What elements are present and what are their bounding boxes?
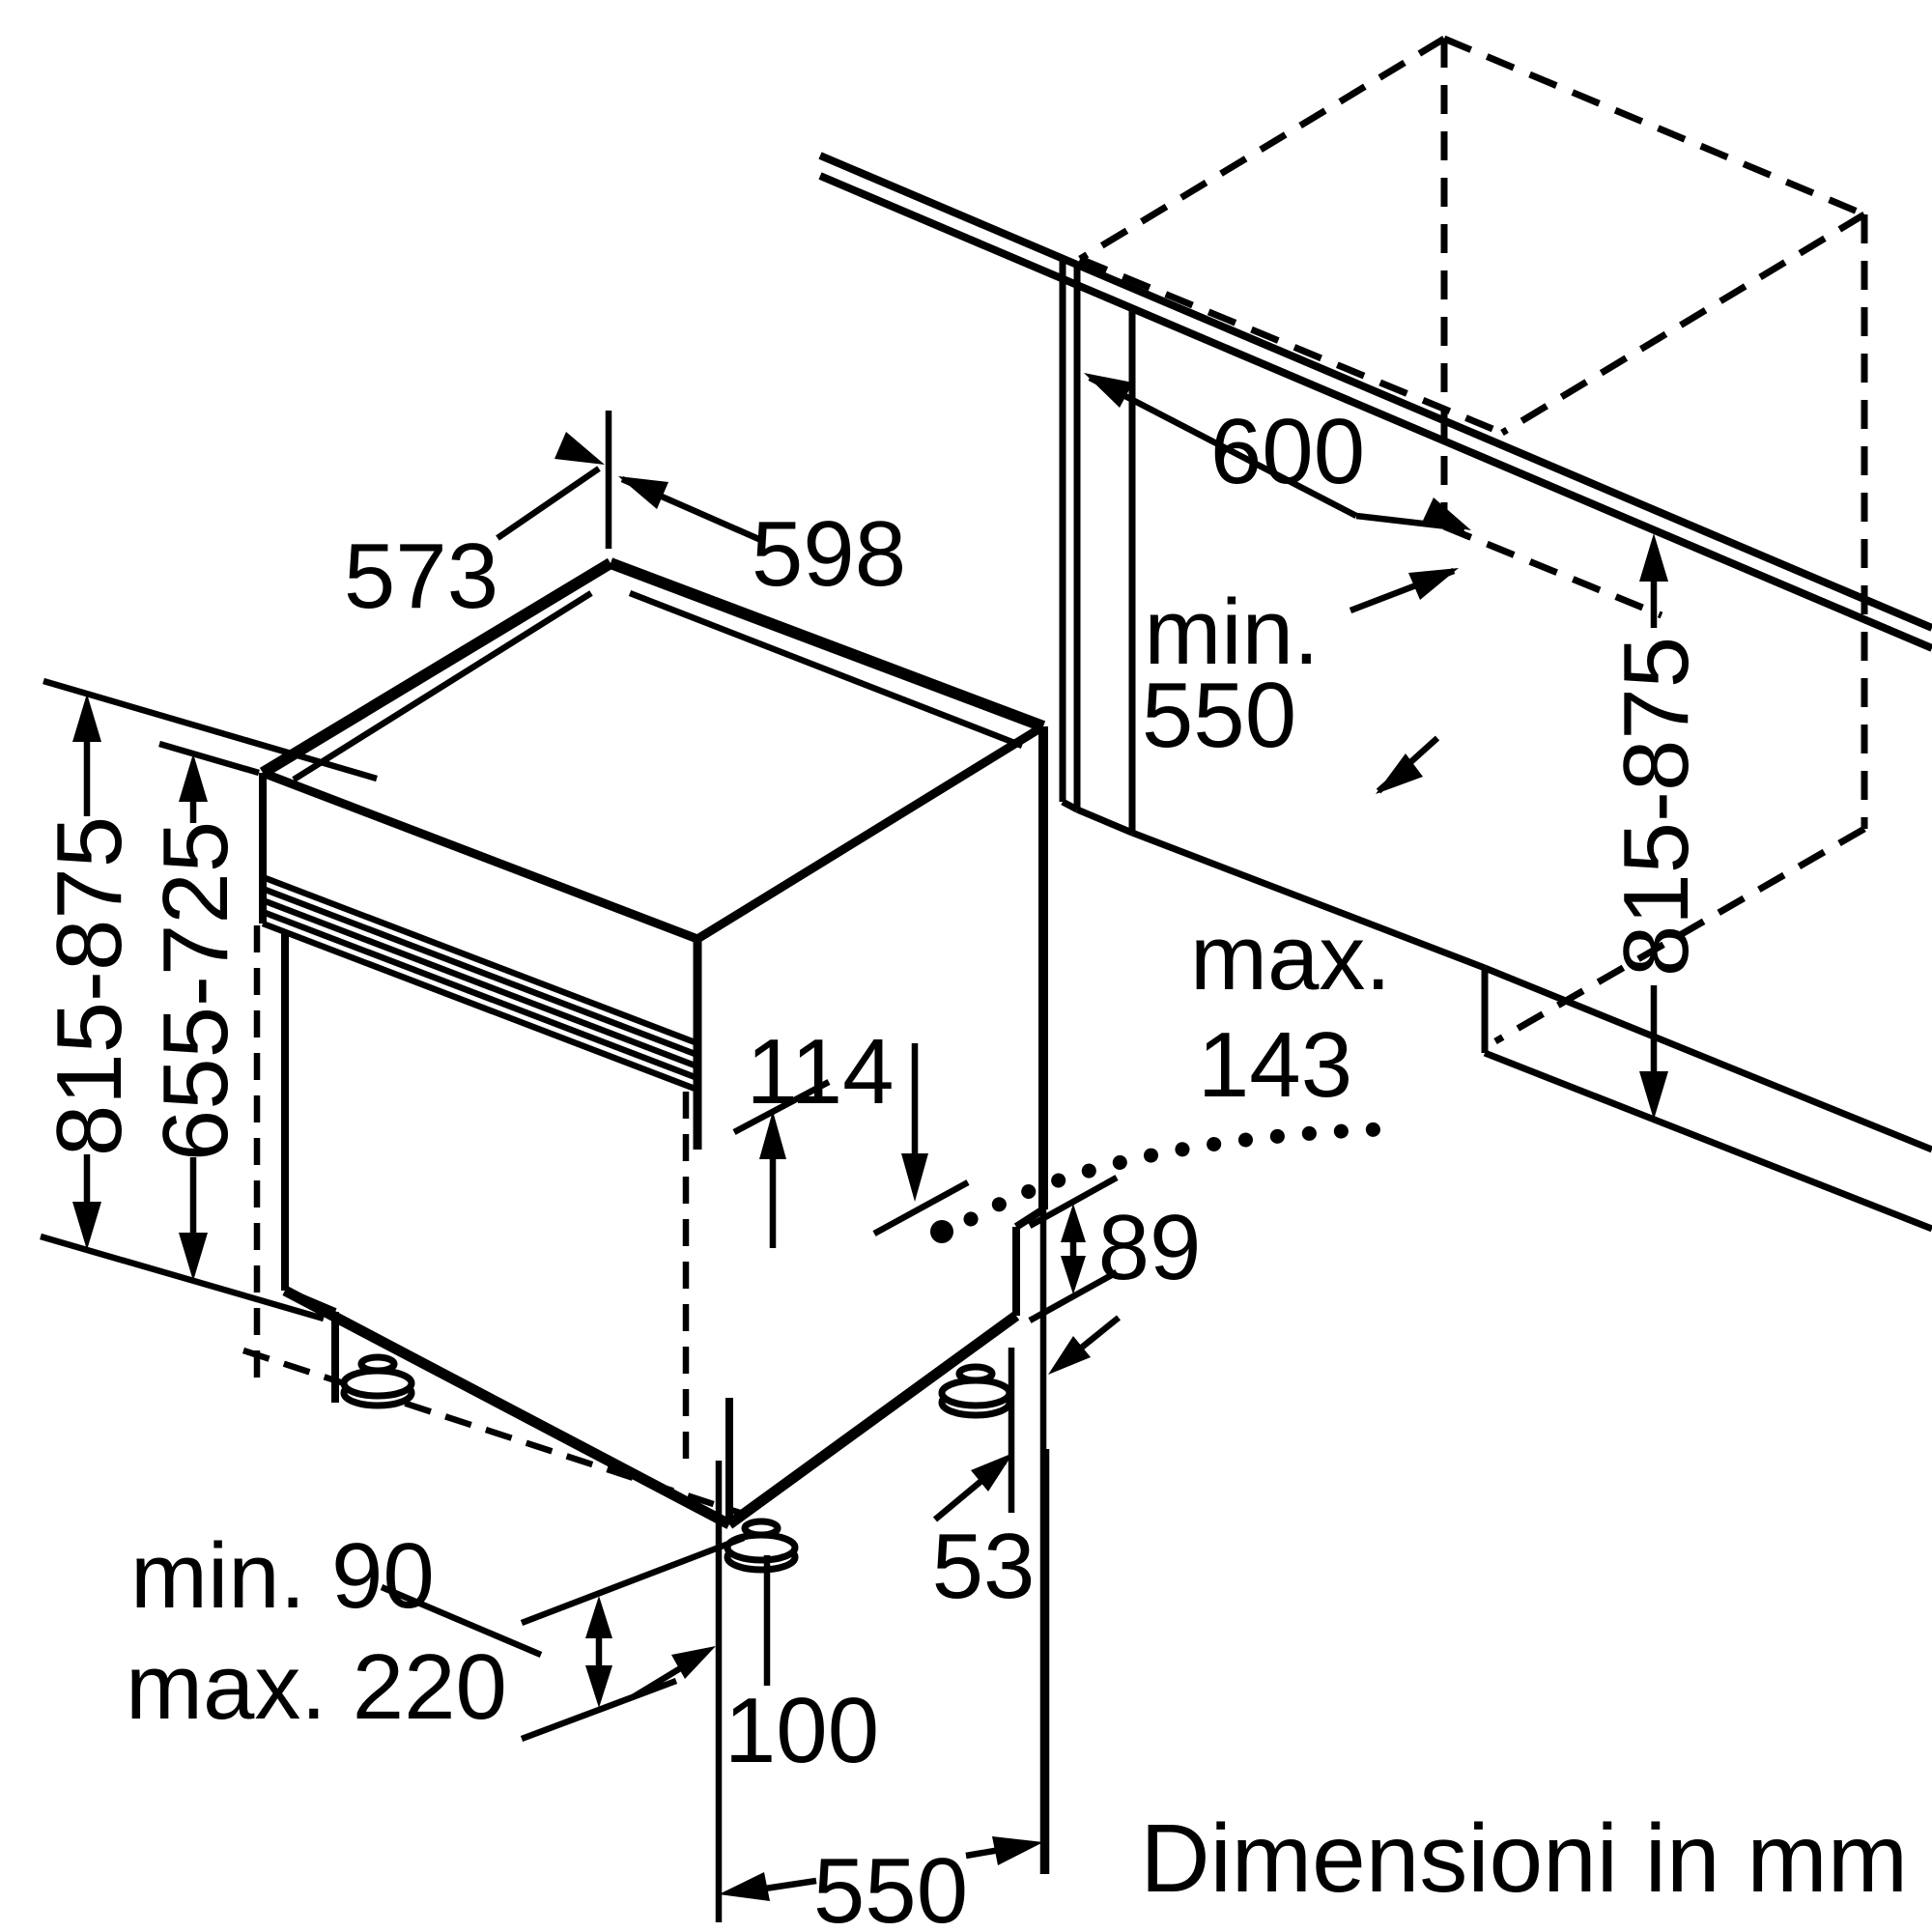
foot-right-side bbox=[938, 1363, 1013, 1419]
arrow-600-right bbox=[1422, 497, 1471, 530]
niche-dashed-cube bbox=[1078, 35, 1868, 1045]
dim-815-875-right bbox=[1639, 533, 1668, 1120]
dim-min550-label: 550 bbox=[1142, 664, 1296, 767]
foot-front-left bbox=[340, 1353, 415, 1409]
dim-left-heights bbox=[40, 677, 378, 1322]
arrow-598 bbox=[618, 476, 668, 509]
niche-side-panel bbox=[1059, 259, 1487, 972]
dim-114-label: 114 bbox=[746, 1020, 894, 1123]
dim-100-550 bbox=[631, 1449, 1050, 1922]
foot-front-right bbox=[724, 1518, 799, 1574]
arrow-573 bbox=[554, 432, 605, 465]
top-edge-front-left bbox=[261, 768, 699, 944]
dim-min-550 bbox=[1349, 567, 1459, 794]
dishwasher-body bbox=[242, 557, 1048, 1529]
top-edge-front-right bbox=[695, 723, 1046, 943]
dim-143-label: 143 bbox=[1198, 1013, 1352, 1117]
dim-114 bbox=[732, 1043, 970, 1248]
adjustable-feet bbox=[340, 1353, 1013, 1574]
dim-815-875-left-label: 815-875 bbox=[38, 816, 141, 1156]
dim-min90-label: min. 90 bbox=[130, 1524, 435, 1628]
side-bottom-edge bbox=[725, 1311, 1020, 1529]
top-edge-left bbox=[259, 557, 614, 779]
leader-max-143 bbox=[930, 1122, 1389, 1243]
top-edge-right bbox=[608, 557, 1046, 732]
units-note: Dimensioni in mm bbox=[1140, 1804, 1908, 1913]
arrow-min550-down bbox=[1376, 753, 1423, 794]
dim-89-label: 89 bbox=[1098, 1196, 1202, 1299]
dim-max220-label: max. 220 bbox=[126, 1635, 507, 1739]
dim-815-875-right-label: 815-875 bbox=[1605, 637, 1708, 977]
dim-max-label: max. bbox=[1190, 906, 1391, 1009]
dim-600 bbox=[1084, 373, 1471, 532]
arrow-600-left bbox=[1084, 373, 1133, 408]
dim-53-label: 53 bbox=[932, 1515, 1036, 1618]
dim-100-label: 100 bbox=[724, 1679, 879, 1782]
niche-plinth bbox=[1481, 964, 1932, 1233]
dim-573-label: 573 bbox=[344, 525, 498, 628]
dim-598-label: 598 bbox=[752, 502, 906, 606]
dim-top bbox=[496, 411, 765, 549]
dim-min90-max220 bbox=[380, 1534, 746, 1743]
dim-600-label: 600 bbox=[1210, 400, 1365, 503]
dim-655-725-label: 655-725 bbox=[144, 821, 247, 1161]
worktop-lines bbox=[818, 152, 1932, 652]
dim-min-label: min. bbox=[1144, 581, 1319, 684]
arrow-min550-up bbox=[1408, 568, 1459, 600]
dim-550-label: 550 bbox=[813, 1839, 968, 1932]
